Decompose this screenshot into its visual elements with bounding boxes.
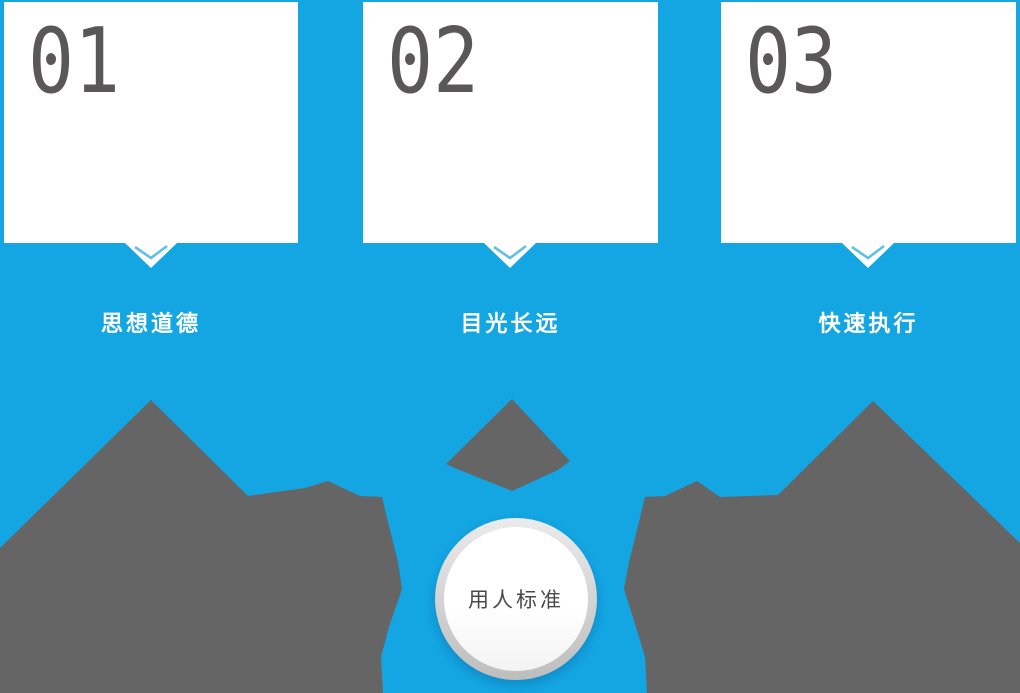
pointer-triangle bbox=[842, 243, 894, 268]
card-03-pointer bbox=[842, 243, 894, 268]
card-01-number: 01 bbox=[28, 9, 121, 114]
card-01: 01 bbox=[4, 2, 298, 243]
chevron-down-icon bbox=[851, 244, 885, 260]
card-02-label: 目光长远 bbox=[460, 312, 561, 337]
card-03-number: 03 bbox=[745, 9, 838, 114]
card-03: 03 bbox=[721, 2, 1016, 243]
pointer-triangle bbox=[484, 243, 536, 268]
card-02: 02 bbox=[363, 2, 658, 243]
card-03-label: 快速执行 bbox=[818, 312, 919, 337]
arrow-middle-shape bbox=[446, 399, 570, 491]
card-01-pointer bbox=[125, 243, 177, 268]
card-02-pointer bbox=[484, 243, 536, 268]
chevron-down-icon bbox=[493, 244, 527, 260]
center-circle: 用人标准 bbox=[435, 518, 597, 680]
chevron-down-icon bbox=[134, 244, 168, 260]
pointer-triangle bbox=[125, 243, 177, 268]
card-01-label: 思想道德 bbox=[100, 312, 201, 337]
card-02-number: 02 bbox=[387, 9, 480, 114]
center-circle-face: 用人标准 bbox=[444, 527, 588, 671]
center-circle-label: 用人标准 bbox=[468, 588, 564, 612]
arrow-left-shape bbox=[0, 400, 402, 693]
arrow-right-shape bbox=[624, 401, 1020, 693]
